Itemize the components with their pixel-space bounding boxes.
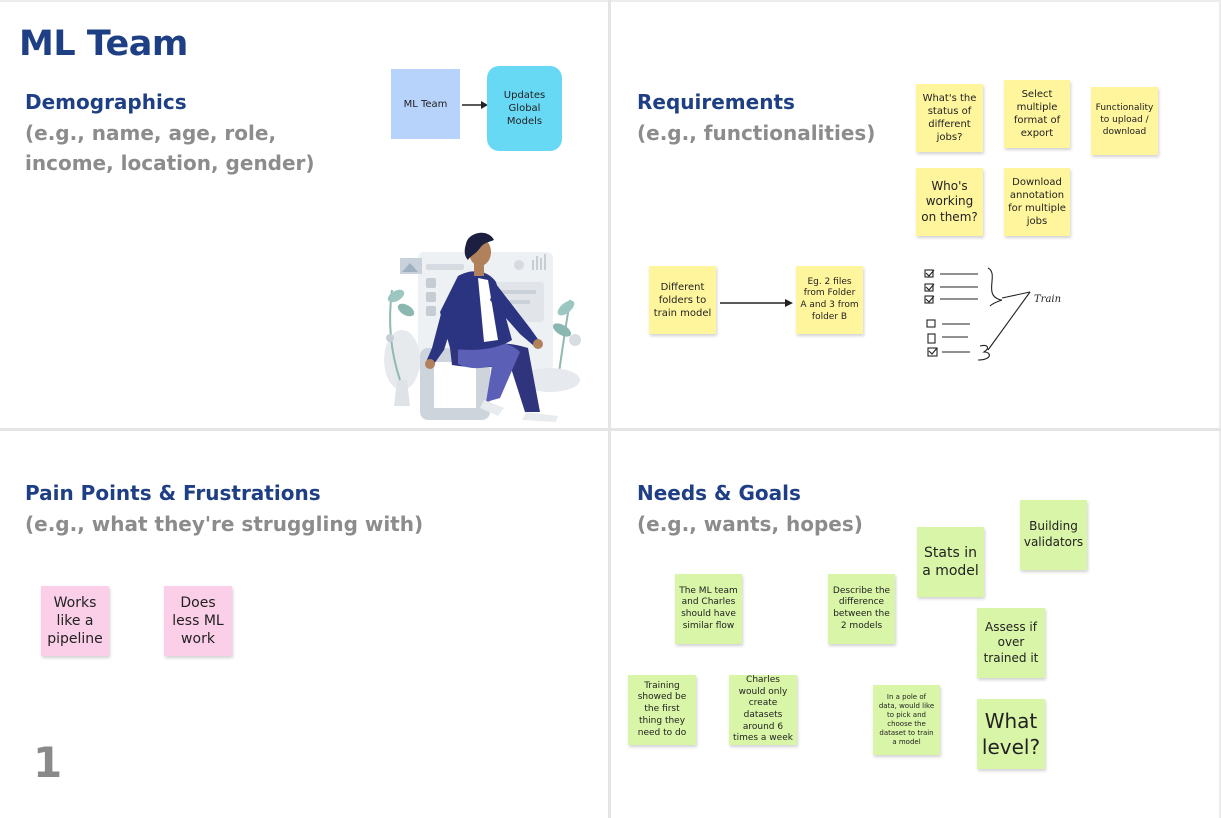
goal-note-what-level[interactable]: What level?: [977, 699, 1045, 769]
goal-note-training-first[interactable]: Training showed be the first thing they …: [628, 675, 696, 745]
req-note-download-annotation[interactable]: Download annotation for multiple jobs: [1004, 168, 1070, 236]
goal-note-pick-dataset[interactable]: In a pole of data, would like to pick an…: [873, 685, 940, 755]
req-note-upload-download[interactable]: Functionality to upload / download: [1091, 87, 1158, 155]
demographics-subtitle: (e.g., name, age, role, income, location…: [25, 118, 355, 178]
req-note-whos-working[interactable]: Who's working on them?: [916, 168, 983, 236]
requirements-title: Requirements: [637, 90, 795, 114]
goal-note-describe-difference[interactable]: Describe the difference between the 2 mo…: [828, 574, 895, 644]
req-note-example-files[interactable]: Eg. 2 files from Folder A and 3 from fol…: [796, 266, 863, 334]
pain-note-less-ml-work[interactable]: Does less ML work: [164, 586, 232, 656]
demographics-title: Demographics: [25, 90, 187, 114]
req-note-export-format[interactable]: Select multiple format of export: [1004, 80, 1070, 148]
req-note-different-folders[interactable]: Different folders to train model: [649, 266, 716, 334]
pain-points-subtitle: (e.g., what they're struggling with): [25, 509, 423, 539]
board-title: ML Team: [19, 24, 188, 64]
needs-goals-subtitle: (e.g., wants, hopes): [637, 509, 863, 539]
needs-goals-title: Needs & Goals: [637, 481, 801, 505]
goal-note-similar-flow[interactable]: The ML team and Charles should have simi…: [675, 574, 742, 644]
requirements-subtitle: (e.g., functionalities): [637, 118, 875, 148]
requirements-arrow-icon: [718, 296, 796, 310]
ml-team-shape[interactable]: ML Team: [391, 69, 460, 139]
checklist-sketch: Train: [920, 262, 1070, 367]
goal-note-assess-overtrained[interactable]: Assess if over trained it: [977, 608, 1045, 678]
person-illustration: [380, 230, 590, 426]
pain-points-title: Pain Points & Frustrations: [25, 481, 321, 505]
pain-note-pipeline[interactable]: Works like a pipeline: [41, 586, 109, 656]
horizontal-divider: [0, 428, 1221, 431]
page-number: 1: [33, 738, 62, 787]
goal-note-stats-in-model[interactable]: Stats in a model: [917, 527, 984, 597]
goal-note-building-validators[interactable]: Building validators: [1020, 500, 1087, 570]
updates-global-models-shape[interactable]: Updates Global Models: [487, 66, 562, 151]
sketch-train-label: Train: [1034, 294, 1061, 305]
vertical-divider: [608, 0, 611, 818]
req-note-status-of-jobs[interactable]: What's the status of different jobs?: [916, 84, 983, 152]
flow-arrow-icon: [460, 98, 490, 112]
goal-note-charles-datasets[interactable]: Charles would only create datasets aroun…: [729, 675, 797, 745]
